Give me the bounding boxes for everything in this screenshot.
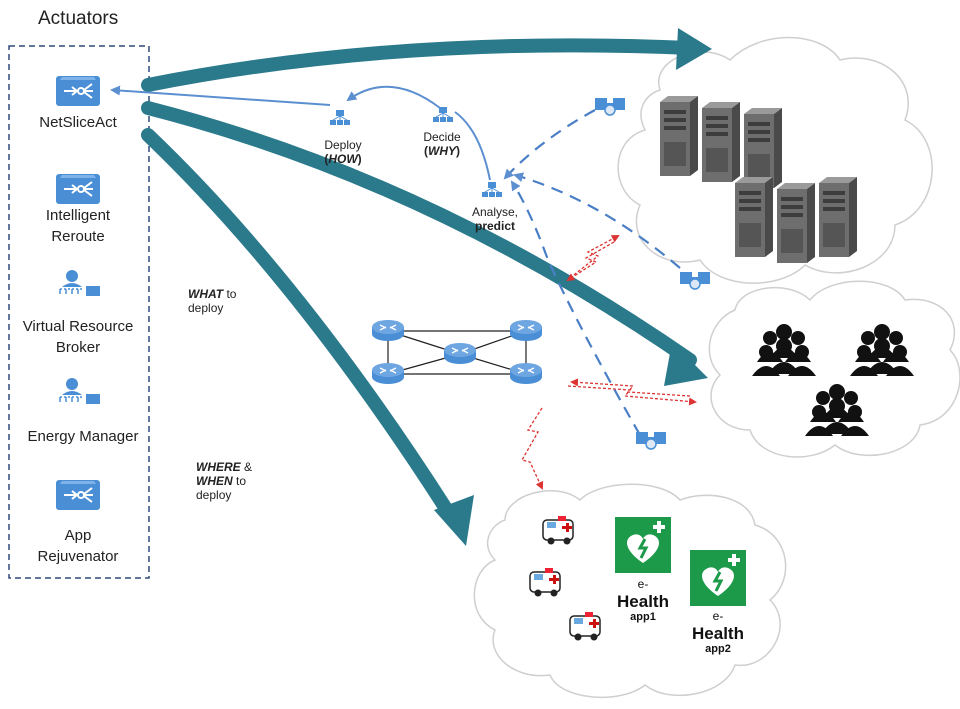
- what-line1: WHAT to: [188, 287, 237, 302]
- decide-label-line2: (WHY): [417, 143, 467, 159]
- where-line3: deploy: [196, 487, 232, 502]
- deploy-label-line1: Deploy: [324, 138, 362, 152]
- what-emphasis: WHAT: [188, 287, 224, 301]
- ehealth-main: Health: [617, 591, 669, 611]
- ambulance-icon: [569, 611, 601, 642]
- intelligent-reroute-router-icon: [55, 173, 101, 205]
- energy-manager-broker-icon: [59, 377, 101, 405]
- analyse-label: Analyse, predict: [465, 205, 525, 234]
- deploy-arrows: [141, 38, 697, 522]
- app-rejuvenator-router-icon: [55, 479, 101, 511]
- actuator-line: NetSliceAct: [39, 114, 117, 131]
- actuators-title: Actuators: [38, 8, 119, 29]
- actuator-line: Reroute: [51, 228, 105, 246]
- network-router-icon: [371, 362, 405, 385]
- actuator-line: Intelligent: [45, 207, 111, 224]
- when-emphasis: WHEN: [196, 473, 233, 488]
- where-rest: to: [232, 473, 247, 488]
- netsliceact-router-icon: [55, 75, 101, 107]
- actuator-label-virtual-resource-broker: Virtual Resource Broker: [3, 318, 153, 357]
- ehealth-app-name: app1: [630, 611, 656, 624]
- where-when-to-deploy-label: WHERE & WHEN to deploy: [196, 460, 253, 502]
- wireless-links: [521, 235, 697, 490]
- aed-heart-icon: [688, 548, 748, 608]
- network-router-icon: [509, 362, 543, 385]
- server-rack-icon: [660, 96, 698, 176]
- decide-why: WHY: [428, 143, 456, 158]
- users-cloud: [708, 280, 960, 458]
- actuator-line: Virtual Resource: [22, 318, 134, 335]
- where-amp: &: [240, 460, 253, 474]
- what-to-deploy-label: WHAT to deploy: [188, 287, 237, 316]
- paren-open: (: [424, 143, 428, 158]
- paren-close: ): [456, 143, 460, 158]
- decide-node-icon: [432, 106, 454, 123]
- where-line1: WHERE &: [196, 460, 253, 475]
- server-rack-icon: [744, 108, 782, 188]
- ambulance-icon: [542, 515, 574, 546]
- virtual-resource-broker-icon: [59, 269, 101, 297]
- arrowhead-users: [664, 342, 708, 386]
- what-arrow-to-datacenter: [141, 38, 697, 92]
- analyse-label-line1: Analyse,: [471, 205, 519, 219]
- deploy-label: Deploy (HOW): [318, 138, 368, 167]
- analyse-label-line2: predict: [474, 218, 515, 233]
- actuator-label-app-rejuvenator: App Rejuvenator: [3, 527, 153, 566]
- actuator-line: Energy Manager: [27, 428, 139, 445]
- analyse-node-icon: [481, 181, 503, 198]
- where-line2: WHEN to: [196, 473, 252, 489]
- what-arrow-to-users: [141, 101, 697, 367]
- probe-icon: [635, 431, 667, 450]
- arrowhead-ehealth: [434, 495, 474, 546]
- server-rack-icon: [819, 177, 857, 257]
- aed-heart-icon: [613, 515, 673, 575]
- probe-icon: [594, 97, 626, 116]
- ehealth-app2-label: e- Health app2: [688, 609, 748, 656]
- probe-icon: [679, 271, 711, 290]
- ambulance-icon: [529, 567, 561, 598]
- monitoring-feeds: [503, 109, 681, 436]
- actuator-line: Rejuvenator: [37, 548, 119, 566]
- network-router-icon: [371, 319, 405, 342]
- actuator-label-netsliceact: NetSliceAct: [3, 114, 153, 131]
- where-emphasis: WHERE: [196, 460, 241, 474]
- server-rack-icon: [702, 102, 740, 182]
- what-line2: deploy: [188, 300, 224, 315]
- network-router-icon: [509, 319, 543, 342]
- what-rest: to: [223, 287, 237, 301]
- ehealth-prefix: e-: [712, 609, 724, 623]
- arrowhead-datacenter: [676, 28, 712, 70]
- network-router-icon: [443, 342, 477, 365]
- actuators-panel: [8, 45, 150, 579]
- decide-label-line1: Decide: [423, 130, 461, 144]
- control-loop: [110, 85, 491, 181]
- ehealth-app1-label: e- Health app1: [613, 577, 673, 624]
- server-rack-icon: [735, 177, 773, 257]
- ehealth-app-name: app2: [705, 643, 731, 656]
- actuator-label-intelligent-reroute: Intelligent Reroute: [3, 207, 153, 246]
- actuator-line: Broker: [55, 339, 101, 357]
- deploy-label-line2: (HOW): [318, 151, 368, 167]
- deploy-node-icon: [329, 109, 351, 126]
- ehealth-prefix: e-: [637, 577, 649, 591]
- actuator-label-energy-manager: Energy Manager: [8, 428, 158, 445]
- server-rack-icon: [777, 183, 815, 263]
- actuator-line: App: [64, 527, 92, 544]
- ehealth-main: Health: [692, 623, 744, 643]
- where-arrow-to-ehealth: [141, 128, 457, 522]
- deploy-how: HOW: [328, 151, 358, 166]
- paren-close: ): [357, 151, 362, 166]
- paren-open: (: [324, 151, 329, 166]
- decide-label: Decide (WHY): [417, 130, 467, 159]
